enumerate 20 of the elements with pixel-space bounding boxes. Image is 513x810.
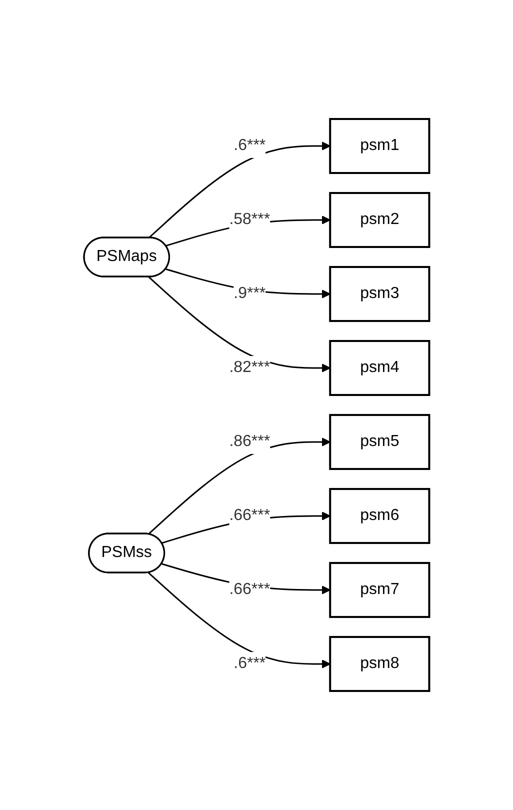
arrow xyxy=(148,572,330,668)
node-box: psm5 xyxy=(328,414,430,470)
edge-label: .86*** xyxy=(229,433,270,450)
arrow xyxy=(148,276,330,372)
node-box: psm1 xyxy=(328,118,430,174)
node-box: psm7 xyxy=(328,562,430,618)
edge-label: .82*** xyxy=(229,359,270,376)
edge-label: .6*** xyxy=(234,654,266,672)
node-box: psm4 xyxy=(328,340,430,396)
arrow xyxy=(148,438,330,535)
edge-label: .66*** xyxy=(229,580,270,598)
edge-label: .66*** xyxy=(229,506,270,524)
edge-label: .58*** xyxy=(229,211,270,228)
node-box: psm2 xyxy=(328,192,430,248)
edge-label: .6*** xyxy=(234,137,266,154)
node-box: psm3 xyxy=(328,266,430,322)
arrow xyxy=(148,142,330,239)
edge-label: .9*** xyxy=(234,285,266,302)
node-box: psm8 xyxy=(328,636,430,692)
node-box: psm6 xyxy=(328,488,430,544)
